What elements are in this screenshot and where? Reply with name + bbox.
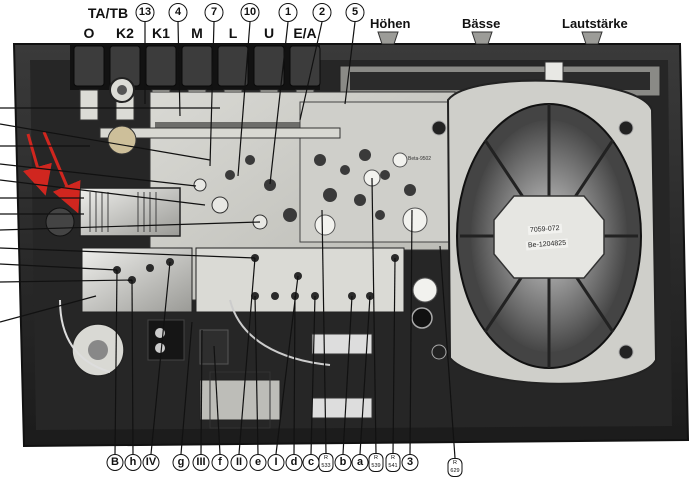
module-tag: Beta-9502 bbox=[408, 156, 431, 162]
callout-g: g bbox=[172, 454, 190, 471]
top-leader-lines bbox=[144, 21, 356, 185]
tone-knobs bbox=[377, 31, 603, 45]
volume-label: Lautstärke bbox=[562, 16, 628, 31]
bass-label: Bässe bbox=[462, 16, 501, 31]
callout-f: f bbox=[211, 454, 229, 471]
switch-label-k2: K2 bbox=[116, 25, 134, 41]
callout-r-number: 629 bbox=[450, 468, 460, 474]
callout-r-prefix: R bbox=[374, 455, 378, 461]
callout-i: I bbox=[267, 454, 285, 471]
callout-r-number: 541 bbox=[388, 463, 398, 469]
callout-r533: R 533 bbox=[318, 453, 334, 472]
callout-r-prefix: R bbox=[324, 455, 328, 461]
callout-iii: III bbox=[192, 454, 210, 471]
callout-4: 4 bbox=[168, 3, 188, 22]
callout-r-prefix: R bbox=[453, 460, 457, 466]
callout-h: h bbox=[124, 454, 142, 471]
callout-1: 1 bbox=[278, 3, 298, 22]
callout-b: B bbox=[106, 454, 124, 471]
switch-label-ea: E/A bbox=[293, 25, 317, 41]
switch-label-off: O bbox=[83, 25, 95, 41]
callout-13: 13 bbox=[135, 3, 155, 22]
switch-label-k1: K1 bbox=[152, 25, 170, 41]
callout-r629: R 629 bbox=[447, 458, 463, 477]
switch-label-l: L bbox=[228, 25, 238, 41]
callout-3: 3 bbox=[401, 454, 419, 471]
bottom-leader-lines bbox=[114, 177, 456, 459]
callout-c: c bbox=[302, 454, 320, 471]
callout-a: a bbox=[351, 454, 369, 471]
treble-label: Höhen bbox=[370, 16, 411, 31]
switch-group-label: TA/TB bbox=[87, 5, 129, 21]
callout-r-number: 539 bbox=[371, 463, 381, 469]
callout-r541: R 541 bbox=[385, 453, 401, 472]
power-section bbox=[59, 299, 373, 429]
callout-r539: R 539 bbox=[368, 453, 384, 472]
callout-e: e bbox=[249, 454, 267, 471]
callout-iv: IV bbox=[142, 454, 160, 471]
callout-ii: II bbox=[230, 454, 248, 471]
callout-7: 7 bbox=[204, 3, 224, 22]
switch-label-m: M bbox=[191, 25, 203, 41]
callout-r-prefix: R bbox=[391, 455, 395, 461]
callout-2: 2 bbox=[312, 3, 332, 22]
callout-b: b bbox=[334, 454, 352, 471]
callout-r-number: 533 bbox=[321, 463, 331, 469]
switch-label-u: U bbox=[263, 25, 275, 41]
callout-d: d bbox=[285, 454, 303, 471]
left-leader-lines bbox=[0, 107, 261, 323]
callout-5: 5 bbox=[345, 3, 365, 22]
red-arrows bbox=[22, 131, 81, 214]
callout-10: 10 bbox=[240, 3, 260, 22]
